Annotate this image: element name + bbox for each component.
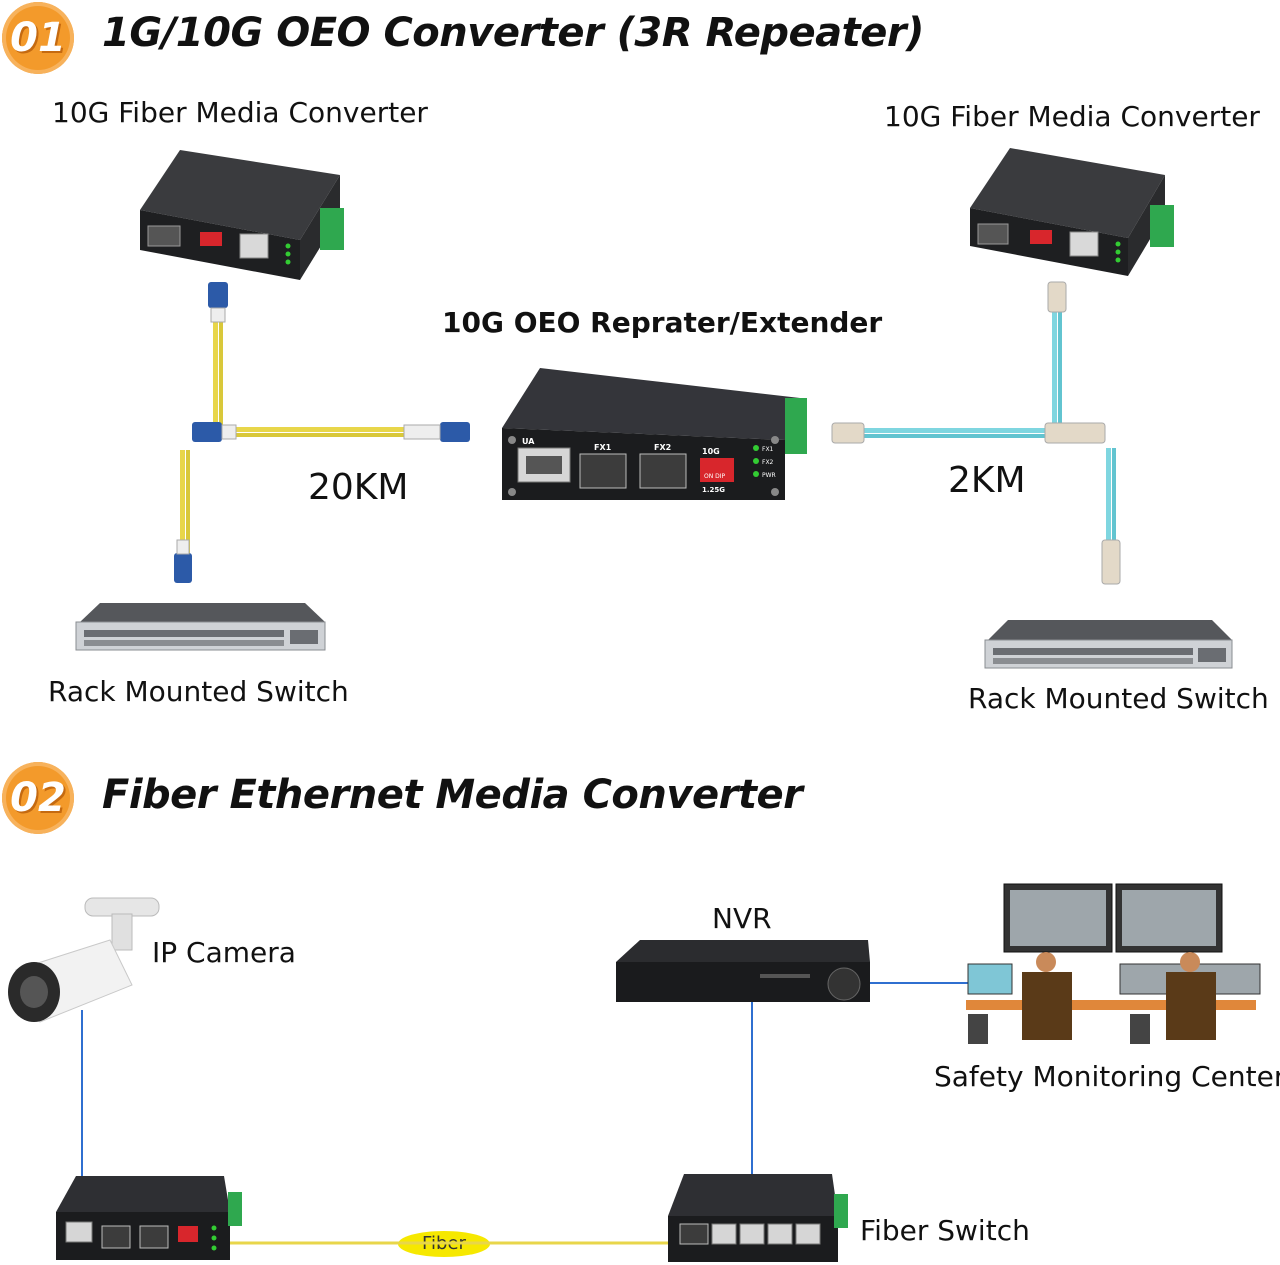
repeater-port-fx2: FX2 xyxy=(654,443,671,452)
left-distance-label: 20KM xyxy=(308,467,409,508)
repeater-speed-bottom: 1.25G xyxy=(702,486,725,494)
sfp-port-icon xyxy=(147,225,181,247)
dip-switch-icon xyxy=(200,232,222,246)
nvr-device xyxy=(616,940,870,1002)
led-indicator-icon xyxy=(753,458,759,464)
led-indicator-icon xyxy=(753,445,759,451)
left-converter-label: 10G Fiber Media Converter xyxy=(52,96,428,129)
section-badge-01: 01 xyxy=(2,2,74,74)
sfp-port-icon xyxy=(679,1223,709,1245)
left-rack-switch xyxy=(75,603,326,651)
lc-connector-icon xyxy=(1101,539,1121,585)
ip-camera-label: IP Camera xyxy=(152,936,296,969)
sfp-port-icon xyxy=(139,1225,169,1249)
right-rack-switch xyxy=(984,620,1233,669)
fiber-switch-label: Fiber Switch xyxy=(860,1214,1030,1247)
lc-connector-icon xyxy=(1044,422,1106,444)
repeater-led-pwr: PWR xyxy=(762,472,776,479)
dip-switch-icon xyxy=(700,458,734,482)
lc-connector-icon xyxy=(192,422,237,442)
monitor-icon xyxy=(1115,883,1223,953)
led-indicator-icon xyxy=(753,471,759,477)
right-fiber-link xyxy=(860,300,1116,548)
repeater-dip-label: ON DIP xyxy=(704,473,726,480)
dip-switch-icon xyxy=(1030,230,1052,244)
camera-side-media-converter xyxy=(56,1176,242,1260)
rj45-port-icon xyxy=(1069,231,1099,257)
lc-connector-icon xyxy=(174,539,192,583)
rj45-port-icon xyxy=(767,1223,793,1245)
ip-camera xyxy=(8,897,160,1023)
lc-connector-icon xyxy=(831,422,865,444)
section-badge-02: 02 xyxy=(2,762,74,834)
lc-connector-icon xyxy=(403,422,470,442)
right-converter-label: 10G Fiber Media Converter xyxy=(884,100,1260,133)
repeater-speed-top: 10G xyxy=(702,447,720,456)
terminal-block-icon xyxy=(1150,205,1174,247)
terminal-block-icon xyxy=(228,1192,242,1226)
right-switch-label: Rack Mounted Switch xyxy=(968,682,1269,715)
right-10g-converter xyxy=(970,148,1174,276)
rj45-port-icon xyxy=(239,233,269,259)
sfp-port-icon xyxy=(579,453,627,489)
sfp-port-icon xyxy=(639,453,687,489)
section-title-2: Fiber Ethernet Media Converter xyxy=(102,772,803,818)
terminal-block-icon xyxy=(834,1194,848,1228)
monitor-icon xyxy=(1003,883,1113,953)
fiber-link-label: Fiber xyxy=(398,1231,490,1257)
monitoring-center-label: Safety Monitoring Center xyxy=(934,1060,1280,1093)
operator-icon xyxy=(1166,972,1216,1040)
oeo-repeater-device xyxy=(502,368,807,500)
left-10g-converter xyxy=(140,150,344,280)
terminal-block-icon xyxy=(785,398,807,454)
lc-connector-icon xyxy=(208,282,228,323)
terminal-block-icon xyxy=(320,208,344,250)
repeater-led-fx1: FX1 xyxy=(762,446,774,453)
repeater-label: 10G OEO Reprater/Extender xyxy=(442,306,883,339)
rj45-port-icon xyxy=(711,1223,737,1245)
safety-monitoring-center xyxy=(966,883,1261,1044)
section1-diagram: UA FX1 FX2 10G 1.25G ON DIP FX1 FX2 PWR xyxy=(75,148,1233,669)
right-distance-label: 2KM xyxy=(948,460,1026,501)
repeater-port-fx1: FX1 xyxy=(594,443,612,452)
nvr-label: NVR xyxy=(712,902,772,935)
dip-switch-icon xyxy=(178,1226,198,1242)
repeater-led-fx2: FX2 xyxy=(762,459,774,466)
sfp-port-icon xyxy=(977,223,1009,245)
left-switch-label: Rack Mounted Switch xyxy=(48,675,349,708)
rj45-port-icon xyxy=(795,1223,821,1245)
lc-connector-icon xyxy=(1047,281,1067,313)
monitor-icon xyxy=(967,963,1013,995)
fiber-switch-device xyxy=(668,1174,848,1262)
rj45-port-icon xyxy=(739,1223,765,1245)
rj45-port-icon xyxy=(65,1221,93,1243)
repeater-port-ua: UA xyxy=(522,437,535,446)
sfp-port-icon xyxy=(101,1225,131,1249)
section-title-1: 1G/10G OEO Converter (3R Repeater) xyxy=(102,10,924,56)
operator-icon xyxy=(1022,972,1072,1040)
left-fiber-link xyxy=(180,300,410,560)
